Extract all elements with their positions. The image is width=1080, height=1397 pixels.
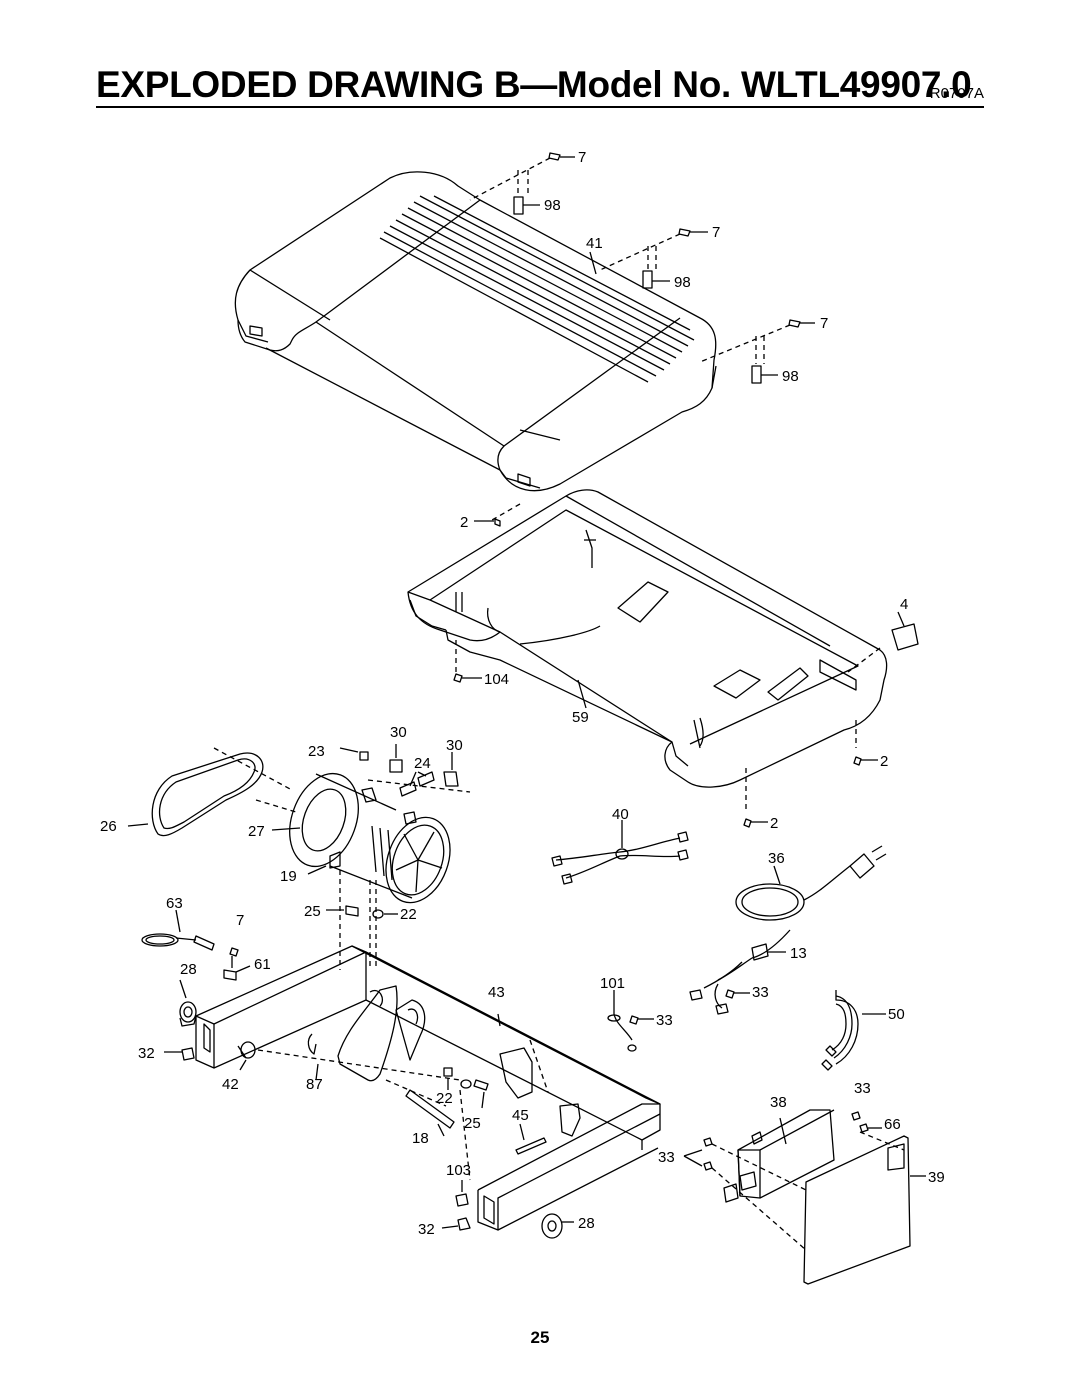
callout-labels: 7 98 41 7 98 7 98 2 4 104 59 2 2 30 23 3…	[100, 149, 945, 1238]
callout-label: 41	[586, 235, 603, 252]
callout-label: 23	[308, 743, 325, 760]
callout-label: 26	[100, 818, 117, 835]
callout-label: 2	[770, 815, 778, 832]
hood-fasteners-part	[513, 152, 815, 384]
callout-label: 30	[390, 724, 407, 741]
callout-label: 7	[712, 224, 720, 241]
callout-label: 32	[138, 1045, 155, 1062]
callout-label: 33	[752, 984, 769, 1001]
callout-label: 28	[578, 1215, 595, 1232]
board-assembly-lines	[711, 1131, 905, 1251]
base-tray-part	[407, 489, 888, 788]
callout-label: 24	[414, 755, 431, 772]
title-rule	[96, 106, 984, 108]
callout-label: 103	[446, 1162, 471, 1179]
belt-assembly-lines	[213, 747, 297, 813]
callout-label: 45	[512, 1107, 529, 1124]
motor-part	[271, 744, 459, 919]
callout-label: 33	[658, 1149, 675, 1166]
callout-label: 33	[854, 1080, 871, 1097]
callout-label: 104	[484, 671, 509, 688]
cable-50-part	[821, 990, 886, 1071]
frame-assembly-lines	[257, 1039, 549, 1181]
callout-label: 30	[446, 737, 463, 754]
tray-screws-part	[453, 518, 919, 828]
callout-label: 43	[488, 984, 505, 1001]
callout-label: 59	[572, 709, 589, 726]
callout-label: 66	[884, 1116, 901, 1133]
callout-label: 36	[768, 850, 785, 867]
frame-hardware-part	[164, 979, 574, 1239]
sensor-cable-part	[141, 909, 251, 981]
callout-label: 38	[770, 1094, 787, 1111]
motor-assembly-lines	[339, 779, 471, 970]
power-cord-part	[689, 845, 887, 1015]
callout-label: 19	[280, 868, 297, 885]
page-title: EXPLODED DRAWING B—Model No. WLTL49907.0	[96, 64, 972, 105]
callout-label: 61	[254, 956, 271, 973]
callout-label: 13	[790, 945, 807, 962]
callout-label: 25	[304, 903, 321, 920]
tray-assembly-lines	[455, 503, 881, 810]
callout-label: 98	[782, 368, 799, 385]
callout-label: 27	[248, 823, 265, 840]
small-wire-101-part	[607, 989, 750, 1052]
callout-label: 42	[222, 1076, 239, 1093]
callout-label: 32	[418, 1221, 435, 1238]
callout-label: 33	[656, 1012, 673, 1029]
drive-belt-part	[127, 752, 264, 837]
callout-label: 40	[612, 806, 629, 823]
callout-label: 4	[900, 596, 908, 613]
frame-part	[195, 945, 661, 1231]
callout-label: 7	[236, 912, 244, 929]
drawing-code: R0707A	[929, 85, 984, 102]
callout-label: 2	[880, 753, 888, 770]
hood-assembly-lines	[469, 157, 791, 364]
callout-label: 87	[306, 1076, 323, 1093]
callout-label: 18	[412, 1130, 429, 1147]
callout-label: 28	[180, 961, 197, 978]
callout-label: 98	[674, 274, 691, 291]
callout-label: 25	[464, 1115, 481, 1132]
controller-board-part	[683, 1109, 926, 1285]
callout-label: 50	[888, 1006, 905, 1023]
wire-harness-part	[551, 820, 689, 885]
callout-label: 39	[928, 1169, 945, 1186]
callout-label: 7	[578, 149, 586, 166]
callout-label: 98	[544, 197, 561, 214]
page-number: 25	[530, 1328, 550, 1347]
motor-hood-part	[234, 171, 717, 492]
callout-label: 22	[400, 906, 417, 923]
callout-label: 22	[436, 1090, 453, 1107]
callout-label: 63	[166, 895, 183, 912]
callout-label: 7	[820, 315, 828, 332]
callout-label: 101	[600, 975, 625, 992]
callout-label: 2	[460, 514, 468, 531]
